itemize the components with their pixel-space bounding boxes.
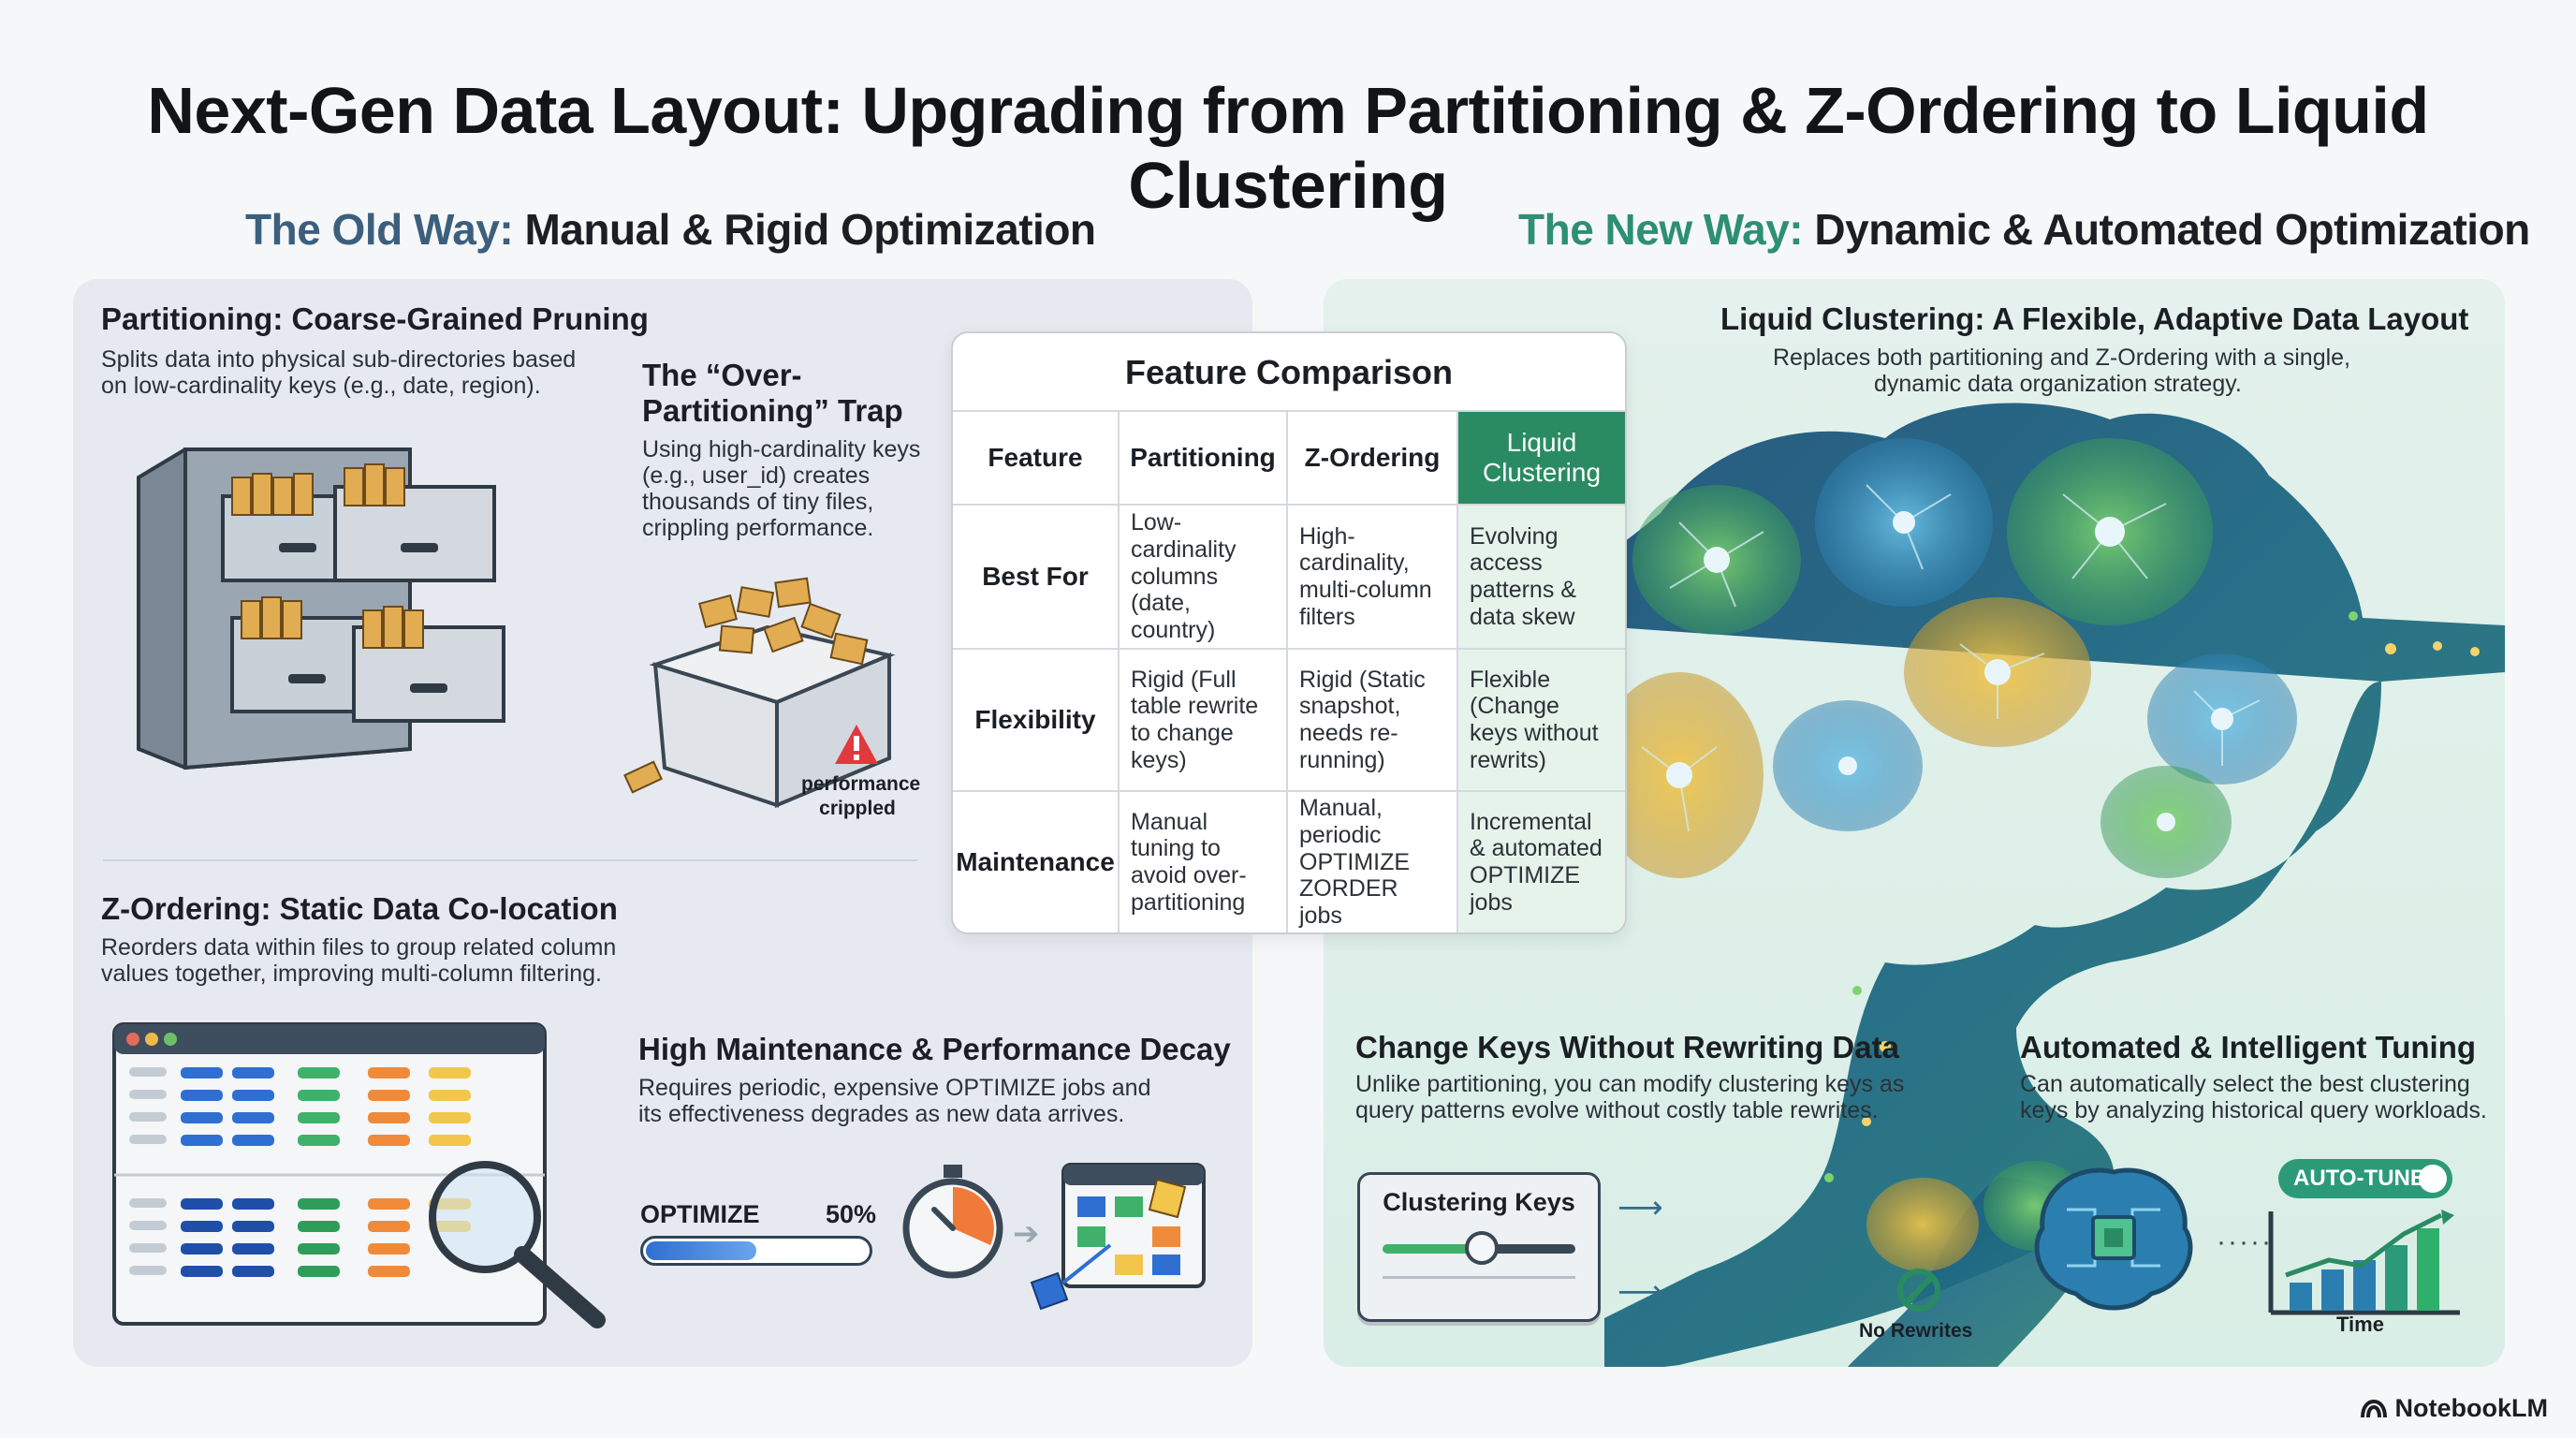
notebooklm-brand: NotebookLM <box>2360 1394 2548 1423</box>
clustering-keys-slider[interactable]: Clustering Keys <box>1357 1172 1601 1322</box>
old-way-heading: The Old Way: Manual & Rigid Optimization <box>245 204 1096 255</box>
data-table-magnifier-icon <box>112 1022 606 1328</box>
arrow-into-flow-2-icon: ⟶ <box>1617 1274 1663 1310</box>
warning-icon <box>835 725 878 764</box>
stopwatch-icon <box>902 1165 1003 1279</box>
row-label-flexibility: Flexibility <box>953 650 1120 792</box>
page-title: Next-Gen Data Layout: Upgrading from Par… <box>147 74 2429 222</box>
slider-scale <box>1383 1276 1575 1279</box>
warning-text-line-2: crippled <box>819 798 896 819</box>
cell-best-for-zordering: High-cardinality, multi-column filters <box>1288 506 1458 650</box>
section-divider <box>103 859 917 861</box>
trap-title-line-1: The “Over- <box>642 358 802 392</box>
partitioning-line-2: on low-cardinality keys (e.g., date, reg… <box>101 373 541 399</box>
new-way-heading: The New Way: Dynamic & Automated Optimiz… <box>1518 204 2530 255</box>
optimize-progress-bar <box>640 1236 872 1266</box>
no-rewrites-label: No Rewrites <box>1859 1320 1973 1342</box>
trap-line-1: Using high-cardinality keys <box>642 436 921 462</box>
time-axis-label: Time <box>2336 1313 2384 1336</box>
liquid-line-1: Replaces both partitioning and Z-Orderin… <box>1773 345 2351 371</box>
cell-best-for-partitioning: Low-cardinality columns (date, country) <box>1120 506 1288 650</box>
optimize-label: OPTIMIZE <box>640 1200 760 1228</box>
header-feature: Feature <box>953 412 1120 506</box>
auto-tune-toggle[interactable]: AUTO-TUNE <box>2278 1159 2452 1198</box>
cell-maintenance-partitioning: Manual tuning to avoid over-partitioning <box>1120 792 1288 932</box>
warning-text-line-1: performance <box>801 773 921 795</box>
maintenance-line-2: its effectiveness degrades as new data a… <box>638 1101 1125 1127</box>
row-label-maintenance: Maintenance <box>953 792 1120 932</box>
change-keys-line-2: query patterns evolve without costly tab… <box>1355 1097 1879 1123</box>
change-keys-title: Change Keys Without Rewriting Data <box>1355 1030 1899 1064</box>
cell-flexibility-zordering: Rigid (Static snapshot, needs re-running… <box>1288 650 1458 792</box>
dots-connector: ····· <box>2217 1226 2273 1257</box>
cell-flexibility-partitioning: Rigid (Full table rewrite to change keys… <box>1120 650 1288 792</box>
cell-maintenance-liquid: Incremental & automated OPTIMIZE jobs <box>1458 792 1625 932</box>
arrow-right-icon: ➔ <box>1013 1216 1040 1252</box>
notebooklm-logo-icon <box>2360 1399 2387 1417</box>
new-way-accent: The New Way: <box>1518 205 1804 254</box>
no-rewrites-icon <box>1897 1269 1940 1312</box>
row-label-best-for: Best For <box>953 506 1120 650</box>
auto-tune-line-1: Can automatically select the best cluste… <box>2020 1071 2470 1097</box>
toggle-knob <box>2419 1165 2447 1193</box>
trap-title-line-2: Partitioning” Trap <box>642 393 903 428</box>
header-liquid-clustering: Liquid Clustering <box>1458 412 1625 506</box>
cell-maintenance-zordering: Manual, periodic OPTIMIZE ZORDER jobs <box>1288 792 1458 932</box>
header-zordering: Z-Ordering <box>1288 412 1458 506</box>
auto-tune-title: Automated & Intelligent Tuning <box>2020 1030 2477 1064</box>
arrow-into-flow-icon: ⟶ <box>1617 1190 1663 1225</box>
optimize-progress-fill <box>646 1241 756 1260</box>
change-keys-line-1: Unlike partitioning, you can modify clus… <box>1355 1071 1905 1097</box>
liquid-line-2: dynamic data organization strategy. <box>1874 371 2242 397</box>
comparison-title: Feature Comparison <box>953 333 1625 412</box>
zorder-line-1: Reorders data within files to group rela… <box>101 934 617 961</box>
slider-knob[interactable] <box>1465 1231 1499 1265</box>
feature-comparison-table: Feature Comparison Feature Partitioning … <box>951 331 1627 934</box>
filing-cabinet-icon <box>137 448 505 770</box>
trap-line-4: crippling performance. <box>642 515 874 541</box>
new-way-title: Dynamic & Automated Optimization <box>1814 205 2530 254</box>
zorder-line-2: values together, improving multi-column … <box>101 961 602 987</box>
auto-tune-line-2: keys by analyzing historical query workl… <box>2020 1097 2487 1123</box>
shuffled-table-icon <box>1030 1163 1206 1311</box>
brand-label: NotebookLM <box>2394 1394 2548 1422</box>
optimize-percent: 50% <box>826 1200 877 1228</box>
maintenance-title: High Maintenance & Performance Decay <box>638 1032 1231 1066</box>
overflowing-box-icon <box>623 577 896 808</box>
old-way-accent: The Old Way: <box>245 205 514 254</box>
cell-flexibility-liquid: Flexible (Change keys without rewrits) <box>1458 650 1625 792</box>
header-partitioning: Partitioning <box>1120 412 1288 506</box>
cell-best-for-liquid: Evolving access patterns & data skew <box>1458 506 1625 650</box>
clustering-keys-label: Clustering Keys <box>1383 1188 1575 1216</box>
trap-line-2: (e.g., user_id) creates <box>642 462 871 489</box>
brain-chip-icon <box>2034 1167 2193 1311</box>
partitioning-line-1: Splits data into physical sub-directorie… <box>101 346 577 373</box>
old-way-title: Manual & Rigid Optimization <box>524 205 1096 254</box>
liquid-title: Liquid Clustering: A Flexible, Adaptive … <box>1720 301 2469 336</box>
maintenance-line-1: Requires periodic, expensive OPTIMIZE jo… <box>638 1075 1151 1101</box>
partitioning-title: Partitioning: Coarse-Grained Pruning <box>101 301 649 336</box>
trap-line-3: thousands of tiny files, <box>642 489 874 515</box>
growth-bar-chart-icon <box>2268 1210 2460 1315</box>
auto-tune-toggle-label: AUTO-TUNE <box>2293 1166 2425 1191</box>
zorder-title: Z-Ordering: Static Data Co-location <box>101 891 618 926</box>
